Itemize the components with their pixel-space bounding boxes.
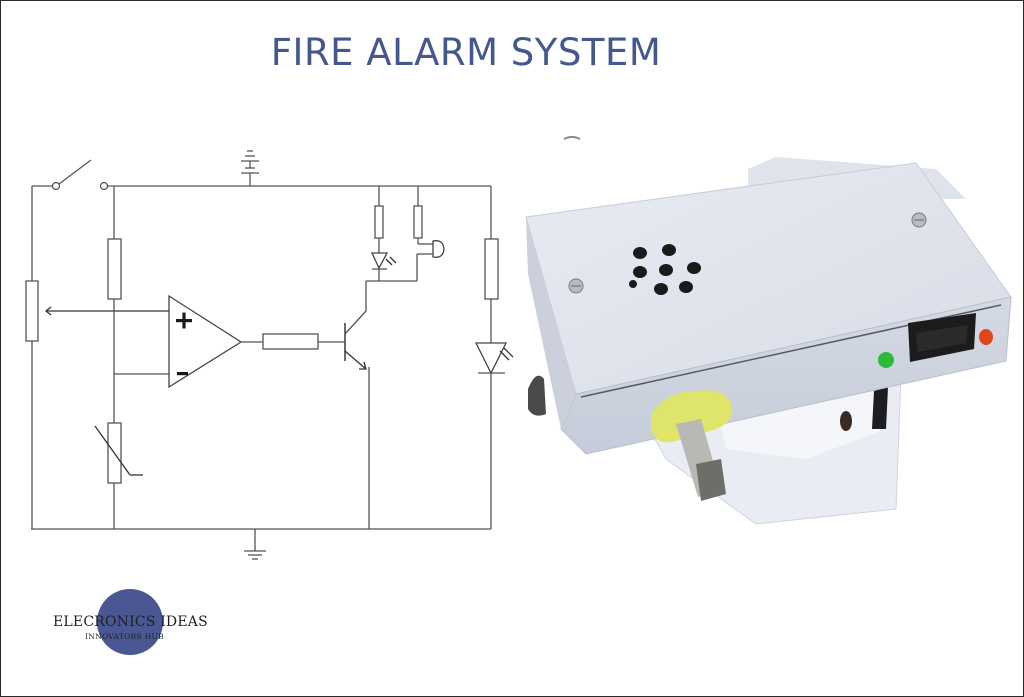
circuit-schematic	[25, 150, 514, 560]
switch-symbol	[51, 159, 109, 191]
logo-name: ELECRONICS IDEAS	[53, 614, 208, 630]
page-title: FIRE ALARM SYSTEM	[270, 31, 662, 74]
battery-symbol	[241, 150, 259, 186]
ground-symbol	[244, 529, 266, 560]
device-photo	[525, 136, 1012, 525]
logo-tagline: INNOVATORS HUB	[85, 632, 164, 641]
logo-circle	[97, 589, 163, 655]
brand-logo: ELECRONICS IDEAS INNOVATORS HUB	[49, 587, 219, 659]
